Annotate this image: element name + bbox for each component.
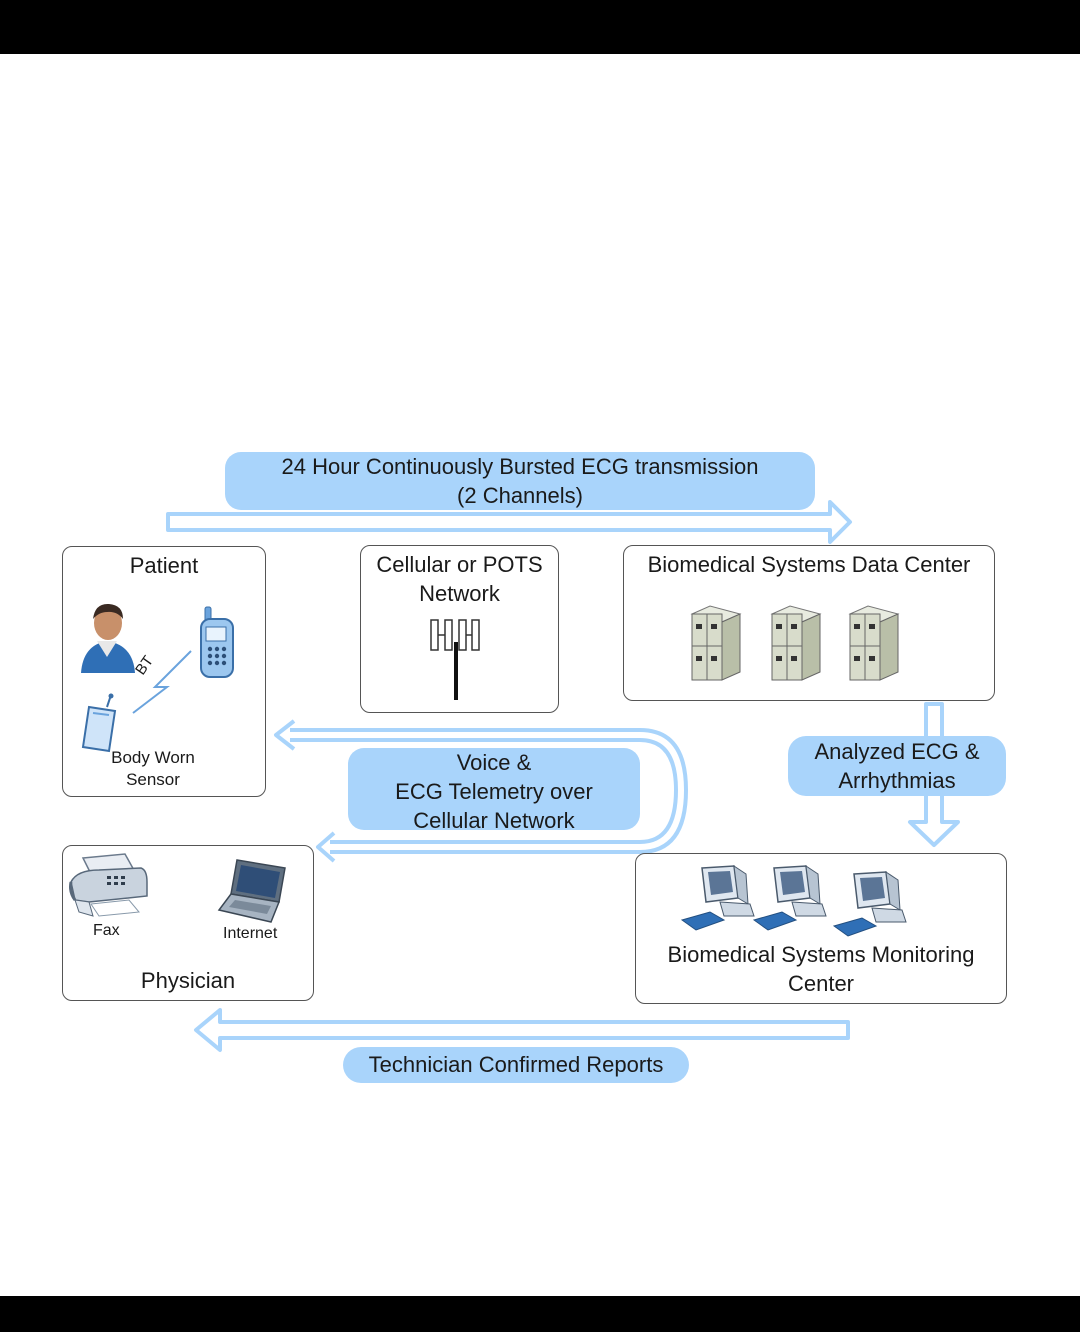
top-label-line1: 24 Hour Continuously Bursted ECG transmi… — [281, 454, 759, 479]
workstation-icon — [680, 864, 755, 931]
top-transmission-arrow — [166, 500, 852, 544]
top-transmission-label: 24 Hour Continuously Bursted ECG transmi… — [225, 452, 815, 510]
body-sensor-icon — [81, 693, 117, 753]
analyzed-down-arrow — [908, 702, 960, 847]
monitoring-title: Biomedical Systems Monitoring Center — [636, 940, 1006, 998]
top-label-line2: (2 Channels) — [457, 483, 583, 508]
fax-label: Fax — [93, 922, 120, 939]
cell-tower-icon — [430, 619, 480, 700]
server-rack-icon — [770, 605, 822, 681]
physician-box: Fax Internet Physician — [62, 845, 314, 1001]
bottom-black-bar — [0, 1296, 1080, 1332]
patient-box: Patient BT Body Worn Sensor — [62, 546, 266, 797]
monitoring-title-line2: Center — [787, 971, 855, 996]
analyzed-line2: Arrhythmias — [838, 768, 956, 793]
server-rack-icon — [848, 605, 900, 681]
workstation-icon — [752, 864, 827, 931]
server-rack-icon — [690, 605, 742, 681]
voice-line3: Cellular Network — [413, 808, 575, 833]
reports-arrow — [194, 1008, 850, 1052]
sensor-label-line2: Sensor — [126, 770, 180, 789]
data-center-box: Biomedical Systems Data Center — [623, 545, 995, 701]
top-black-bar — [0, 0, 1080, 54]
mobile-phone-icon — [200, 606, 234, 678]
data-center-title: Biomedical Systems Data Center — [647, 552, 971, 577]
network-title-line1: Cellular or POTS — [376, 552, 543, 577]
technician-reports-label: Technician Confirmed Reports — [343, 1047, 689, 1083]
laptop-icon — [217, 859, 286, 923]
analyzed-line1: Analyzed ECG & — [814, 739, 980, 764]
sensor-label-line1: Body Worn — [111, 748, 195, 767]
internet-label: Internet — [223, 925, 278, 942]
monitoring-title-line1: Biomedical Systems Monitoring — [667, 942, 975, 967]
voice-loop-arrow — [290, 728, 689, 854]
analyzed-ecg-label: Analyzed ECG & Arrhythmias — [788, 736, 1006, 796]
person-icon — [81, 603, 135, 673]
sensor-label: Body Worn Sensor — [99, 747, 207, 791]
workstation-icon — [832, 870, 907, 937]
voice-line2: ECG Telemetry over — [395, 779, 593, 804]
bluetooth-link-icon — [132, 650, 192, 714]
network-box: Cellular or POTS Network — [360, 545, 559, 713]
network-title: Cellular or POTS Network — [361, 550, 558, 608]
network-title-line2: Network — [419, 581, 500, 606]
voice-line1: Voice & — [456, 750, 532, 775]
monitoring-center-box: Biomedical Systems Monitoring Center — [635, 853, 1007, 1004]
voice-telemetry-label: Voice & ECG Telemetry over Cellular Netw… — [348, 748, 640, 833]
physician-title: Physician — [140, 968, 236, 993]
patient-title: Patient — [129, 553, 199, 578]
fax-machine-icon — [69, 853, 148, 917]
